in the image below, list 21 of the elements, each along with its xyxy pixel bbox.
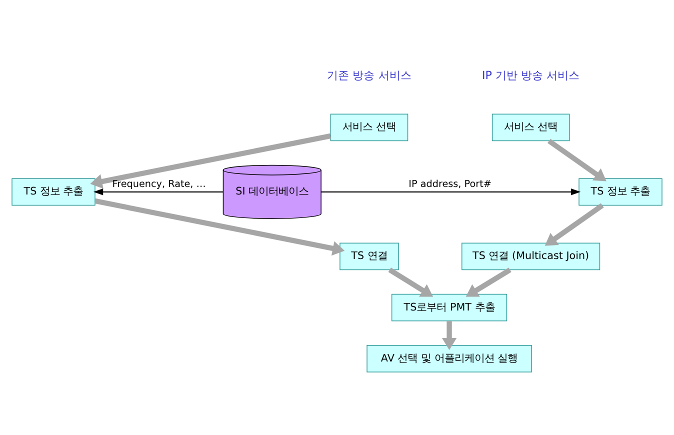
arrow	[90, 133, 332, 189]
arrow	[388, 268, 434, 297]
node-box: TS 정보 추출	[578, 178, 662, 206]
arrow	[93, 188, 224, 196]
label: 기존 방송 서비스	[327, 68, 412, 82]
node-box: TS 연결 (Multicast Join)	[462, 242, 600, 270]
arrow	[94, 198, 345, 256]
arrow	[547, 138, 606, 182]
edge-label: IP address, Port#	[408, 179, 492, 190]
arrow	[544, 203, 604, 246]
node-box: 서비스 선택	[330, 114, 408, 142]
label: IP 기반 방송 서비스	[482, 68, 580, 82]
node-box: TS로부터 PMT 추출	[391, 294, 508, 322]
node-box: 서비스 선택	[492, 114, 570, 142]
node-box: TS 정보 추출	[12, 178, 96, 206]
arrow	[466, 268, 512, 297]
arrow	[442, 321, 457, 350]
edge-label: Frequency, Rate, …	[112, 179, 206, 190]
node-box: AV 선택 및 어플리케이션 실행	[366, 344, 532, 372]
arrow	[321, 188, 581, 196]
node-box: TS 연결	[340, 242, 399, 270]
